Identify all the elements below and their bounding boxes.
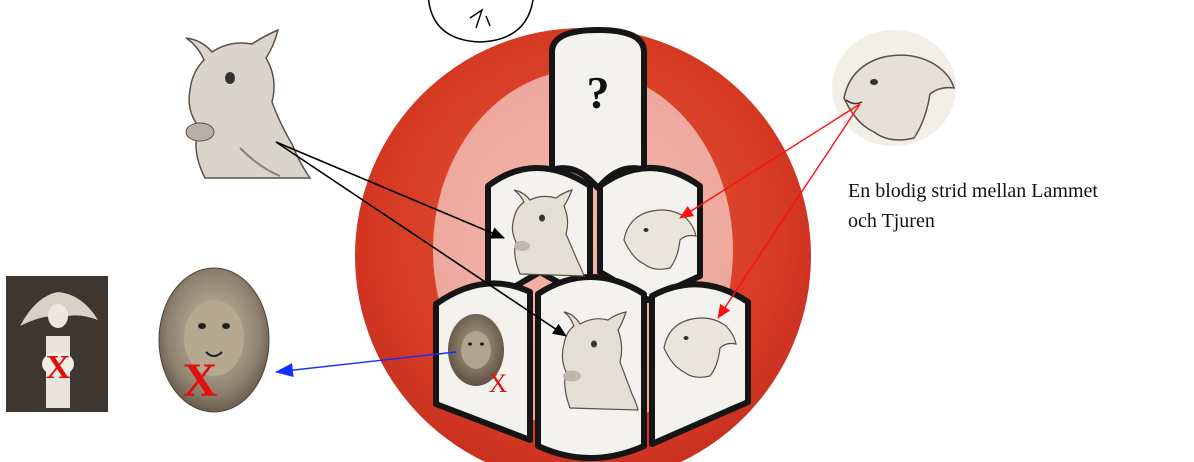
caption-line-2: och Tjuren: [848, 206, 1188, 236]
top-circle: [428, 0, 534, 42]
eagle-on-pillar-icon: [6, 276, 108, 412]
eagle-cross-mark: X: [46, 349, 71, 386]
lion-cross-mark: X: [183, 354, 218, 407]
lion-cell-cross-mark: X: [489, 369, 508, 398]
bull-head-icon: [160, 28, 310, 180]
question-mark: ?: [587, 67, 610, 118]
caption: En blodig strid mellan Lammet och Tjuren: [848, 176, 1188, 236]
caption-line-1: En blodig strid mellan Lammet: [848, 176, 1188, 206]
lamb-head-icon: [832, 30, 956, 146]
